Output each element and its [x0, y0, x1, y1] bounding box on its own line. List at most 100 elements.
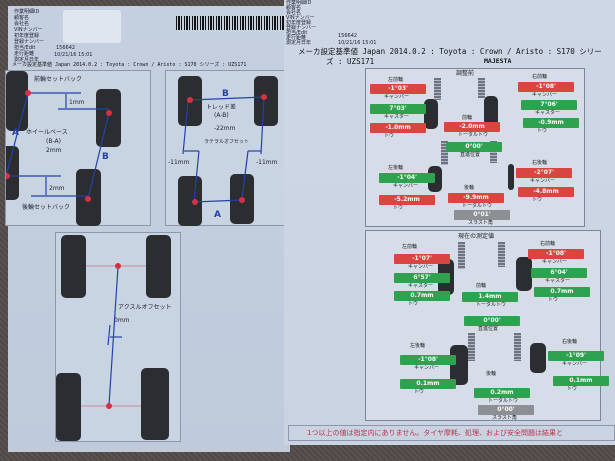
rear-right-label: 右後輪: [562, 339, 578, 345]
rear-setback-value: 2mm: [49, 185, 65, 192]
wheelbase-diagram: 前輪セットバック 1mm ホイールベース (B-A) 2mm 2mm 後輪セット…: [1, 70, 151, 226]
rr-toe-gauge: 0.1mm: [553, 376, 609, 386]
header-labels: 作業明細ID 顧客名 会社名 VINナンバー 初年度登録 登録ナンバー 担当/E…: [14, 9, 44, 63]
rl-camber-label: キャンバー: [393, 183, 419, 189]
rr-toe-label: トウ: [567, 386, 578, 392]
panel-title: 現在の測定値: [458, 233, 495, 240]
thrust-angle-label: スラスト角: [468, 220, 493, 226]
rr-toe-label: トウ: [532, 197, 543, 203]
wheelbase-formula: (B-A): [46, 138, 61, 145]
work-id: 156642: [56, 45, 76, 51]
lateral-left-value: -11mm: [168, 159, 190, 166]
rl-camber-label: キャンバー: [414, 365, 440, 371]
tire-front-left: [6, 71, 28, 131]
rear-left-label: 左後輪: [388, 165, 404, 171]
fl-caster-gauge: 7°03': [370, 104, 426, 114]
redacted-area: [63, 10, 121, 43]
rr-camber-label: キャンバー: [530, 178, 556, 184]
rear-label: 後輪: [464, 185, 475, 191]
label-a: A: [214, 210, 221, 220]
rl-toe-label: トウ: [393, 205, 404, 211]
fl-toe-label: トウ: [408, 301, 419, 307]
thrust-angle-gauge: 0°01': [454, 210, 510, 220]
rear-left-label: 左後輪: [410, 343, 426, 349]
tread-value: -22mm: [214, 125, 236, 132]
label-date: 測定月日年: [286, 40, 312, 46]
tread-formula: (A-B): [214, 112, 229, 119]
tread-svg: トレッド差 (A-B) -22mm ラテラルオフセット -11mm -11mm …: [168, 76, 278, 226]
fr-caster-label: キャスター: [545, 278, 571, 284]
rear-setback-label: 後輪セットバック: [22, 203, 70, 211]
tire-rear-left: [1, 146, 19, 200]
front-label: 前輪: [476, 283, 487, 289]
barcode: [176, 16, 288, 30]
fl-caster-gauge: 6°57': [394, 273, 450, 283]
steering-center-label: 直進位置: [460, 152, 481, 158]
axle-offset-diagram: アクスルオフセット 0mm: [55, 232, 181, 442]
rl-camber-gauge: -1°04': [379, 173, 435, 183]
rr-camber-gauge: -2°07': [516, 168, 572, 178]
fl-toe-gauge: -1.0mm: [370, 123, 426, 133]
thrust-angle-gauge: 0°00': [478, 405, 534, 415]
front-setback-value: 1mm: [69, 99, 85, 106]
rl-toe-label: トウ: [414, 389, 425, 395]
fl-camber-gauge: -1°07': [394, 254, 450, 264]
axle-svg: アクスルオフセット 0mm: [56, 235, 172, 441]
label-customer: 顧客名: [286, 5, 302, 11]
label-work-id: 作業明細ID: [286, 0, 312, 6]
tread-diagram: トレッド差 (A-B) -22mm ラテラルオフセット -11mm -11mm …: [165, 70, 287, 226]
rr-camber-gauge: -1°09': [548, 351, 604, 361]
datetime: 10/21/16 15:01: [338, 40, 377, 46]
axle-offset-value: 0mm: [114, 317, 130, 324]
label-mileage: 走行距離: [14, 51, 35, 57]
label-reg-number: 登録ナンバー: [14, 39, 45, 45]
fl-toe-label: トウ: [384, 133, 395, 139]
panel-title: 調整前: [456, 70, 475, 77]
thrust-angle-label: スラスト角: [492, 415, 517, 421]
work-id: 156642: [338, 33, 358, 39]
label-company: 会社名: [14, 21, 30, 27]
rr-toe-gauge: -4.8mm: [518, 187, 574, 197]
label-a: A: [12, 128, 19, 138]
label-date: 測定月日年: [14, 57, 40, 63]
fr-camber-gauge: -1°08': [518, 82, 574, 92]
label-staff: 担当/Edit: [286, 30, 308, 36]
fr-toe-label: トウ: [537, 128, 548, 134]
current-measurement-panel: 現在の測定値 左前輪 右前輪 前輪 左後輪 右後輪 後輪 -1°07'キャンバー…: [365, 230, 609, 421]
fl-toe-gauge: 0.7mm: [394, 291, 450, 301]
lateral-offset-label: ラテラルオフセット: [204, 139, 249, 145]
rl-camber-gauge: -1°08': [400, 355, 456, 365]
label-vin: VINナンバー: [14, 27, 43, 33]
rear-total-toe-gauge: 0.2mm: [474, 388, 530, 398]
label-first-reg: 初年度登録: [14, 33, 40, 39]
label-mileage: 走行距離: [286, 35, 307, 41]
front-total-toe-label: トータルトウ: [458, 132, 489, 138]
axle-offset-label: アクスルオフセット: [118, 304, 172, 311]
front-right-label: 右前輪: [532, 74, 548, 80]
fr-camber-label: キャンバー: [532, 92, 558, 98]
rear-total-toe-gauge: -9.9mm: [448, 193, 504, 203]
steering-center-gauge: 0°00': [464, 316, 520, 326]
front-total-toe-label: トータルトウ: [476, 302, 507, 308]
fr-camber-gauge: -1°08': [528, 249, 584, 259]
wheelbase-value: 2mm: [46, 147, 62, 154]
front-total-toe-gauge: 1.4mm: [462, 292, 518, 302]
rear-label: 後輪: [486, 371, 497, 377]
label-first-reg: 初年度登録: [286, 20, 312, 26]
datetime: 10/21/16 15:01: [54, 52, 93, 58]
right-report-page: 作業明細ID 顧客名 会社名 VINナンバー 初年度登録 登録ナンバー 担当/E…: [284, 0, 615, 445]
rear-total-toe-label: トータルトウ: [488, 398, 519, 404]
label-b: B: [222, 89, 229, 99]
left-title: メーカ設定基準値 Japan 2014.0.2 : Toyota : Crown…: [12, 62, 247, 68]
steering-center-gauge: 0°00': [446, 142, 502, 152]
fr-caster-gauge: 6°04': [531, 268, 587, 278]
out-of-spec-warning: 1つ以上の値は指定内にありません。タイヤ摩耗、処理、および安全問題は結果と: [288, 425, 615, 441]
fl-camber-label: キャンバー: [384, 94, 410, 100]
rr-camber-label: キャンバー: [562, 361, 588, 367]
wheelbase-label: ホイールベース: [26, 129, 68, 136]
front-total-toe-gauge: -2.0mm: [444, 122, 500, 132]
tread-label: トレッド差: [206, 103, 236, 111]
front-label: 前輪: [462, 115, 473, 121]
right-title-model: MAJESTA: [484, 57, 512, 65]
